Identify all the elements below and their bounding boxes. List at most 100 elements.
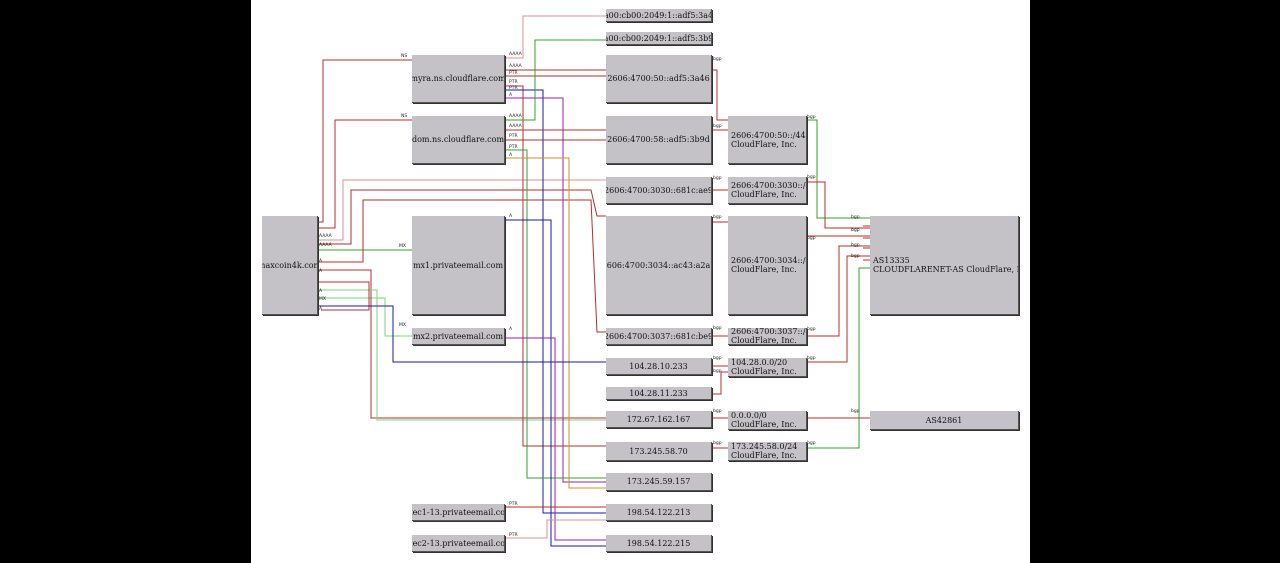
edge-label-15: PTR xyxy=(509,85,518,91)
edge-label-26: PTR xyxy=(509,532,518,538)
edge-label-5: AAAA xyxy=(319,233,333,239)
edge-label-4: MX xyxy=(399,322,406,328)
edge-label-16: A xyxy=(509,92,513,98)
edge-label-31: bgp xyxy=(713,325,722,331)
edge-label-22: A xyxy=(509,213,513,219)
edge-label-36: bgp xyxy=(807,114,816,120)
node-ipv6-g[interactable]: 2606:4700:3037::681c:be9 xyxy=(606,328,712,345)
edge-10 xyxy=(318,281,370,311)
edge-24 xyxy=(505,337,606,541)
node-ipv4-b[interactable]: 104.28.11.233 xyxy=(606,387,712,400)
edge-40 xyxy=(807,255,870,363)
node-ns-myra[interactable]: myra.ns.cloudflare.com xyxy=(412,55,505,103)
edge-36 xyxy=(807,119,870,219)
edge-label-21: A xyxy=(509,152,513,158)
edge-37 xyxy=(807,181,870,229)
edge-label-45: bgp xyxy=(851,242,860,248)
edge-33 xyxy=(712,371,728,395)
node-prefix-c[interactable]: 2606:4700:3034::/48 CloudFlare, Inc. xyxy=(728,216,807,315)
edge-label-33: bgp xyxy=(713,368,722,374)
node-mx2[interactable]: mx2.privateemail.com xyxy=(412,328,505,345)
edge-9 xyxy=(318,289,606,421)
edge-label-34: bgp xyxy=(713,408,722,414)
edge-label-1: NS xyxy=(401,53,407,59)
edge-label-18: AAAA xyxy=(509,123,523,129)
node-ipv6-c[interactable]: 2606:4700:50::adf5:3a46 xyxy=(606,55,712,103)
edge-layer: NSNSMXMXAAAAAAAAAAAAAAAAAAAAPTRPTRPTRAAA… xyxy=(318,15,870,547)
node-as-other[interactable]: AS42861 xyxy=(870,411,1019,430)
edge-label-17: AAAA xyxy=(509,113,523,119)
edge-label-9: A xyxy=(319,288,323,294)
edge-20 xyxy=(505,149,606,479)
node-ipv4-a[interactable]: 104.28.10.233 xyxy=(606,358,712,375)
edge-label-2: NS xyxy=(401,113,407,119)
edge-16 xyxy=(505,97,606,483)
edge-label-40: bgp xyxy=(807,355,816,361)
edge-label-14: PTR xyxy=(509,79,518,85)
edge-label-7: A xyxy=(319,258,323,264)
node-prefix-a[interactable]: 2606:4700:50::/44 CloudFlare, Inc. xyxy=(728,116,807,164)
edge-label-25: PTR xyxy=(509,501,518,507)
node-prefix-b[interactable]: 2606:4700:3030::/48 CloudFlare, Inc. xyxy=(728,177,807,204)
edge-label-27: bgp xyxy=(713,56,722,62)
edge-23 xyxy=(318,305,606,363)
node-exec1[interactable]: exec1-13.privateemail.com xyxy=(412,504,505,521)
edge-label-6: AAAA xyxy=(319,242,333,248)
edge-label-20: PTR xyxy=(509,144,518,150)
edge-label-19: PTR xyxy=(509,133,518,139)
node-ipv6-b[interactable]: 2a00:cb00:2049:1::adf5:3b9d xyxy=(606,32,712,45)
node-ipv4-e[interactable]: 173.245.59.157 xyxy=(606,473,712,491)
edge-label-37: bgp xyxy=(807,174,816,180)
node-mx1[interactable]: mx1.privateemail.com xyxy=(412,216,505,315)
edge-21 xyxy=(505,157,606,489)
node-ipv6-d[interactable]: 2606:4700:58::adf5:3b9d xyxy=(606,116,712,164)
edge-11 xyxy=(505,15,606,59)
edge-8 xyxy=(318,269,606,419)
edge-label-38: bgp xyxy=(807,235,816,241)
node-prefix-f[interactable]: 0.0.0.0/0 CloudFlare, Inc. xyxy=(728,411,807,430)
edge-27 xyxy=(712,69,728,121)
edge-5 xyxy=(318,179,606,241)
node-ipv4-d[interactable]: 173.245.58.70 xyxy=(606,442,712,461)
node-as-cloudflare[interactable]: AS13335 CLOUDFLARENET-AS CloudFlare, Inc… xyxy=(870,216,1019,315)
node-ipv4-c[interactable]: 172.67.162.167 xyxy=(606,411,712,428)
edge-14 xyxy=(505,85,606,447)
edge-label-41: bgp xyxy=(807,440,816,446)
edge-26 xyxy=(505,519,606,539)
edge-1 xyxy=(318,59,412,223)
edge-label-29: bgp xyxy=(713,175,722,181)
edge-label-11: AAAA xyxy=(509,51,523,57)
edge-label-13: PTR xyxy=(509,70,518,76)
node-ns-dom[interactable]: dom.ns.cloudflare.com xyxy=(412,116,505,164)
edge-39 xyxy=(807,245,870,337)
node-apex-domain[interactable]: maxcoin4k.com xyxy=(262,216,318,315)
edge-label-39: bgp xyxy=(807,326,816,332)
edge-2 xyxy=(318,119,412,229)
node-prefix-g[interactable]: 173.245.58.0/24 CloudFlare, Inc. xyxy=(728,442,807,461)
edge-label-24: A xyxy=(509,326,513,332)
edge-label-10: A xyxy=(319,306,323,312)
node-ipv4-g[interactable]: 198.54.122.215 xyxy=(606,535,712,552)
node-exec2[interactable]: exec2-13.privateemail.com xyxy=(412,535,505,552)
edge-label-46: bgp xyxy=(851,253,860,259)
node-ipv6-f[interactable]: 2606:4700:3034::ac43:a2a7 xyxy=(606,216,712,315)
edge-label-3: MX xyxy=(399,243,406,249)
edge-7 xyxy=(318,199,606,333)
node-ipv6-a[interactable]: 2a00:cb00:2049:1::adf5:3a46 xyxy=(606,9,712,22)
edge-41 xyxy=(807,267,870,449)
edge-6 xyxy=(318,189,606,245)
node-ipv4-f[interactable]: 198.54.122.213 xyxy=(606,504,712,521)
edge-label-42: bgp xyxy=(851,408,860,414)
edge-15 xyxy=(505,89,606,514)
node-prefix-d[interactable]: 2606:4700:3037::/48 CloudFlare, Inc. xyxy=(728,328,807,345)
edge-label-44: bgp xyxy=(851,227,860,233)
edge-22 xyxy=(505,219,606,547)
edge-label-30: bgp xyxy=(713,214,722,220)
edge-label-35: bgp xyxy=(713,440,722,446)
edge-label-32: bgp xyxy=(713,355,722,361)
edge-4 xyxy=(318,297,412,337)
edge-label-12: AAAA xyxy=(509,63,523,69)
node-prefix-e[interactable]: 104.28.0.0/20 CloudFlare, Inc. xyxy=(728,358,807,377)
node-ipv6-e[interactable]: 2606:4700:3030::681c:ae9 xyxy=(606,177,712,204)
